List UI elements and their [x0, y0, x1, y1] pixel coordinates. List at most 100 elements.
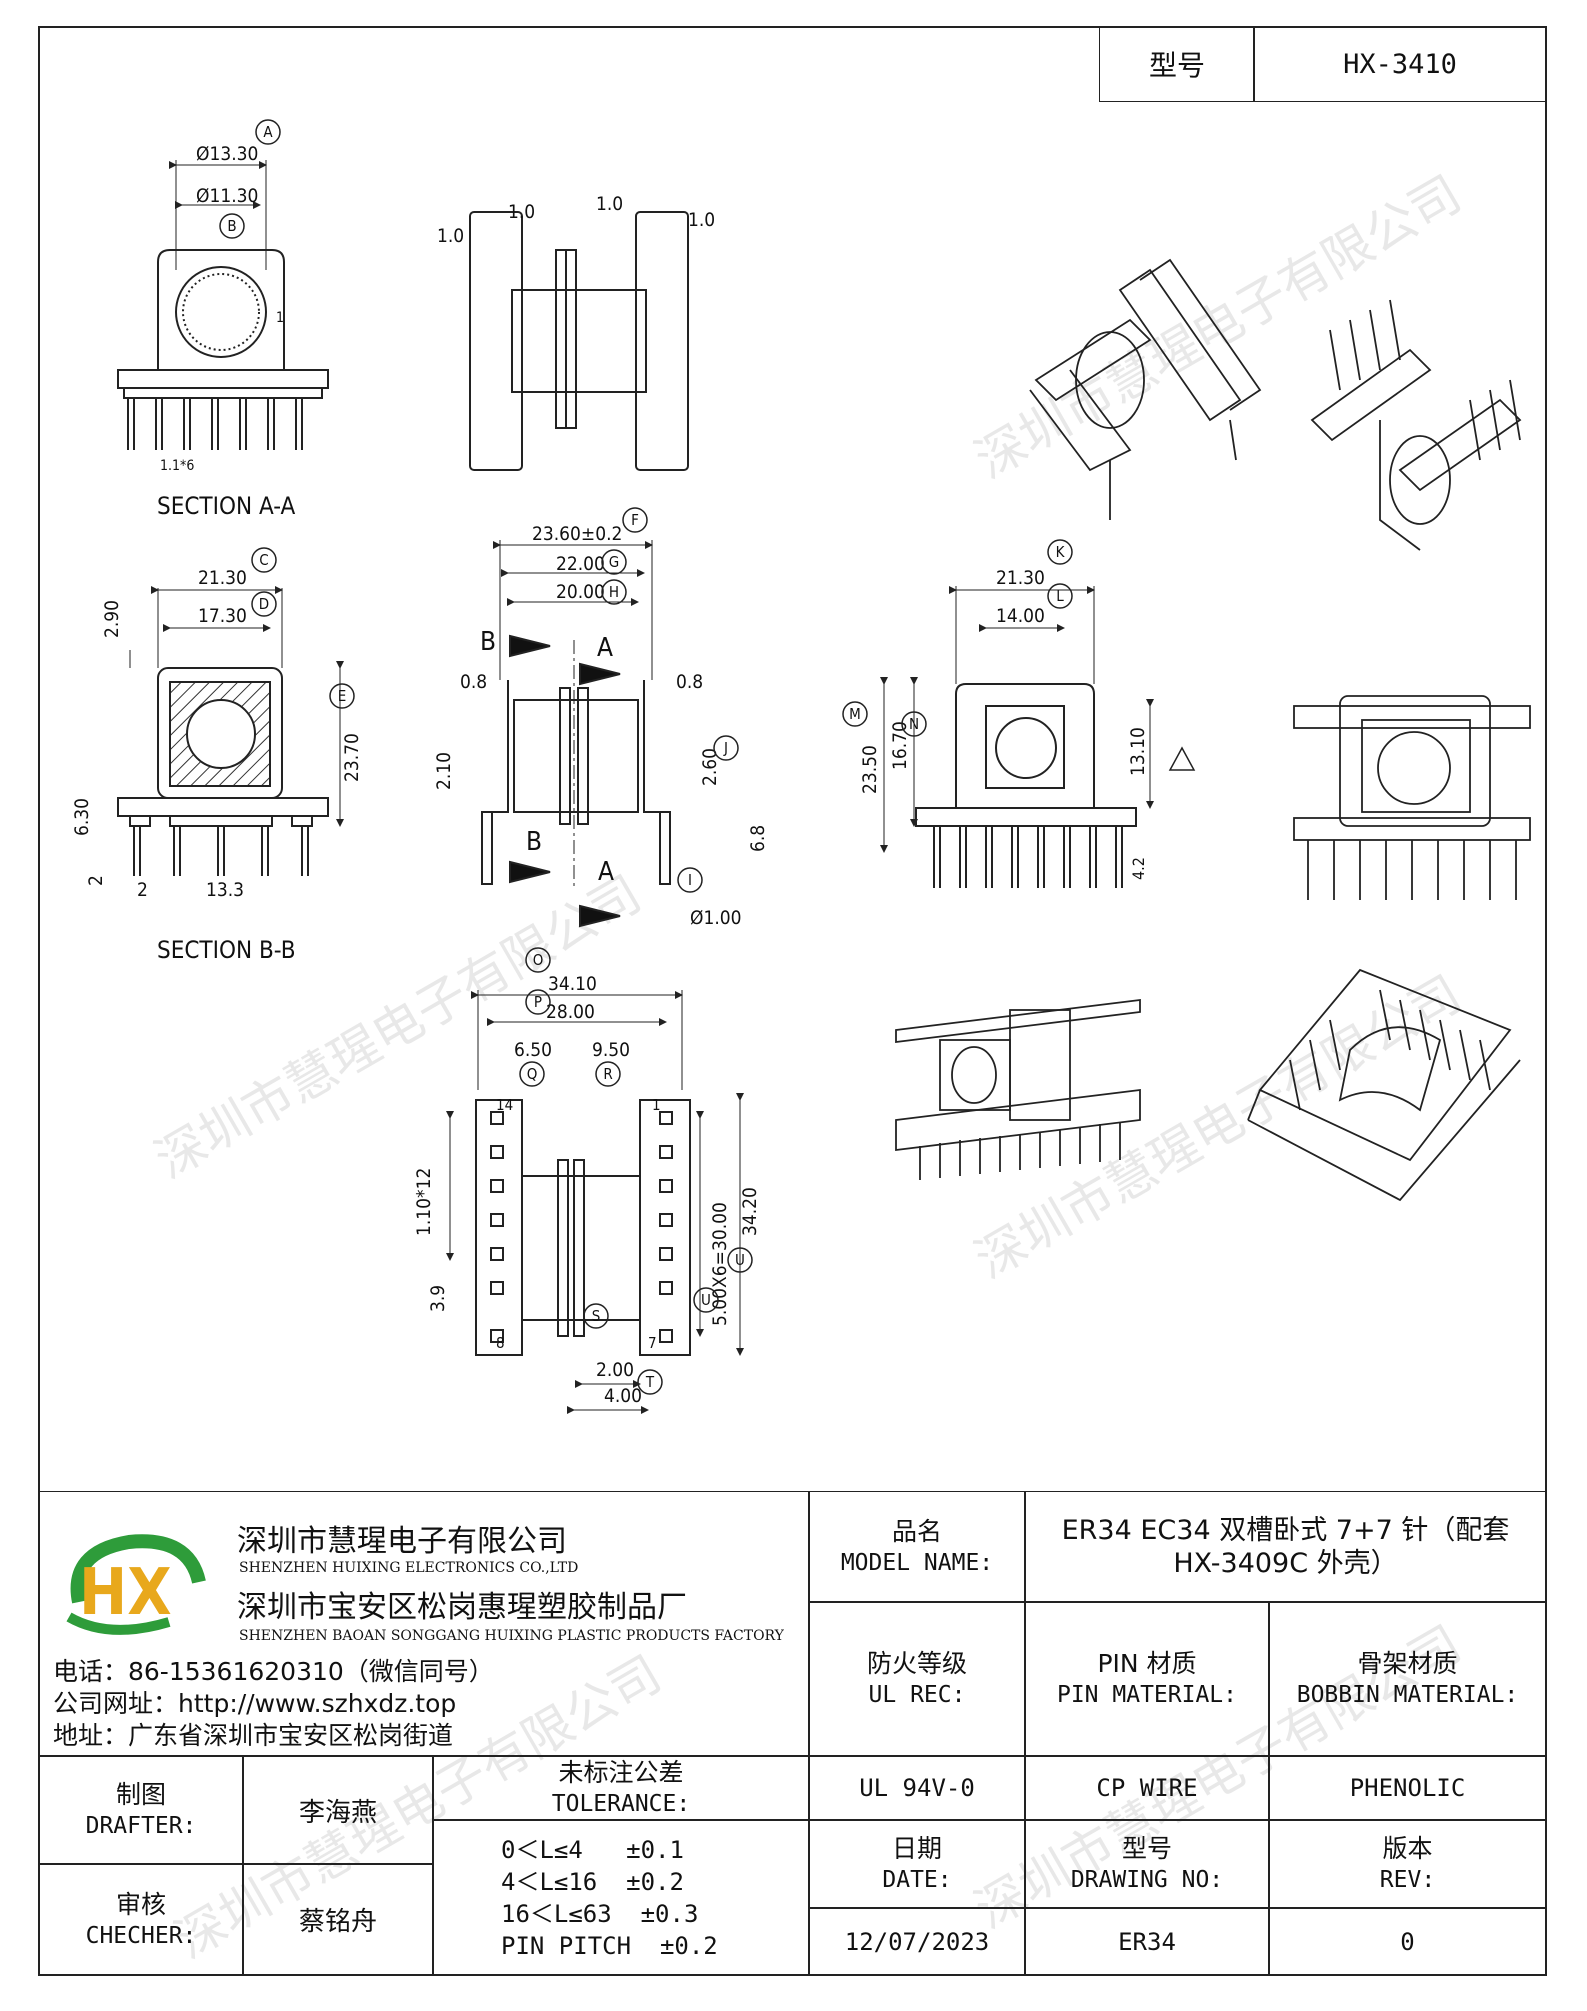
iso-view-3	[1293, 695, 1531, 900]
model-name-value: ER34 EC34 双槽卧式 7+7 针（配套 HX-3409C 外壳）	[1024, 1491, 1547, 1603]
dim-bb-h3: 6.30	[71, 798, 93, 836]
company-web: 公司网址：http://www.szhxdz.top	[53, 1689, 457, 1718]
model-name-cn: 品名	[891, 1517, 942, 1546]
bobbin-material-label: 骨架材质 BOBBIN MATERIAL:	[1268, 1601, 1547, 1757]
date-value: 12/07/2023	[808, 1907, 1026, 1976]
mark-k: K	[1056, 543, 1066, 561]
mark-s: S	[592, 1307, 601, 1325]
mark-l: L	[1056, 587, 1064, 605]
mark-a: A	[263, 123, 273, 141]
pin-holes-left	[490, 1111, 504, 1343]
dim-bb-w4: 13.3	[206, 879, 244, 901]
date-en: DATE:	[882, 1867, 952, 1893]
tolerance-1: 0＜L≤4 ±0.1	[501, 1835, 684, 1864]
tolerance-label: 未标注公差 TOLERANCE:	[432, 1755, 810, 1821]
date-cn: 日期	[891, 1834, 942, 1863]
factory-name-cn: 深圳市宝安区松岗惠瑆塑胶制品厂	[237, 1590, 687, 1625]
pin-label-8: 8	[496, 1334, 505, 1352]
mark-j: J	[723, 739, 728, 757]
dim-bottom-u2: 34.20	[739, 1187, 761, 1236]
end-view	[880, 586, 1196, 888]
dim-side-1: 1.0	[437, 225, 464, 247]
pin-value: CP WIRE	[1024, 1755, 1270, 1821]
mark-d: D	[259, 595, 269, 613]
mark-e: E	[338, 687, 347, 705]
dim-bottom-q: 6.50	[514, 1039, 552, 1061]
factory-name-en: SHENZHEN BAOAN SONGGANG HUIXING PLASTIC …	[239, 1628, 784, 1644]
mark-m: M	[849, 705, 861, 723]
logo-text: HX	[79, 1556, 172, 1630]
dim-front-h: 20.00	[556, 581, 605, 603]
arrow-a-top: A	[597, 633, 613, 663]
header-model-label: 型号	[1099, 26, 1255, 102]
dim-b: Ø11.30	[196, 185, 258, 207]
mark-r: R	[603, 1065, 612, 1083]
model-name-value-2: HX-3409C 外壳）	[1173, 1548, 1398, 1579]
model-name-en: MODEL NAME:	[840, 1550, 994, 1576]
rev-cn: 版本	[1382, 1834, 1433, 1863]
checker-en: CHECHER:	[85, 1922, 197, 1949]
dim-bottom-v2: 3.9	[427, 1285, 449, 1312]
checker-label: 审核 CHECHER:	[38, 1863, 244, 1976]
dim-end-n: 16.70	[889, 721, 911, 770]
company-panel: HX 深圳市慧瑆电子有限公司 SHENZHEN HUIXING ELECTRON…	[38, 1491, 810, 1757]
model-name-label: 品名 MODEL NAME:	[808, 1491, 1026, 1603]
rev-en: REV:	[1379, 1867, 1436, 1893]
mark-q: Q	[527, 1065, 538, 1083]
pin-cn: PIN 材质	[1097, 1649, 1197, 1678]
drawing-no-value: ER34	[1024, 1907, 1270, 1976]
mark-c: C	[259, 551, 268, 569]
pins-bb	[133, 826, 309, 876]
date-label: 日期 DATE:	[808, 1819, 1026, 1909]
bobbin-en: BOBBIN MATERIAL:	[1296, 1682, 1519, 1708]
company-name-cn: 深圳市慧瑆电子有限公司	[237, 1524, 567, 1559]
company-phone: 电话：86-15361620310（微信同号）	[53, 1657, 494, 1686]
pins-aa	[127, 398, 303, 450]
dim-bb-w3: 2	[137, 879, 148, 901]
front-view	[481, 540, 671, 928]
dim-bb-w2: 17.30	[198, 605, 247, 627]
pin-material-label: PIN 材质 PIN MATERIAL:	[1024, 1601, 1270, 1757]
drawing-no-label: 型号 DRAWING NO:	[1024, 1819, 1270, 1909]
dim-front-r08: 0.8	[676, 671, 703, 693]
iso-view-4	[895, 998, 1141, 1180]
dim-front-260: 2.60	[699, 748, 721, 786]
header-model-value: HX-3410	[1253, 26, 1547, 102]
dim-end-m: 23.50	[859, 745, 881, 794]
dim-front-210: 2.10	[433, 752, 455, 790]
dim-bottom-p: 28.00	[546, 1001, 595, 1023]
mark-n: N	[909, 715, 919, 733]
model-name-value-1: ER34 EC34 双槽卧式 7+7 针（配套	[1061, 1515, 1510, 1546]
dim-bottom-v1: 1.10*12	[413, 1168, 435, 1236]
section-bb-view	[117, 586, 344, 876]
pin-label-1: 1	[652, 1096, 661, 1114]
company-address: 地址：广东省深圳市宝安区松岗街道	[53, 1721, 454, 1750]
mark-f: F	[631, 511, 639, 529]
tolerance-values: 0＜L≤4 ±0.1 4＜L≤16 ±0.2 16＜L≤63 ±0.3 PIN …	[432, 1819, 810, 1976]
dim-a: Ø13.30	[196, 143, 258, 165]
section-aa-label: SECTION A-A	[157, 492, 295, 520]
checker-value: 蔡铭舟	[242, 1863, 434, 1976]
mark-i: I	[688, 871, 692, 889]
dim-front-g: 22.00	[556, 553, 605, 575]
technical-drawing: Ø13.30 Ø11.30 1.1*6 1 SECTION A-A 1.0 1.…	[71, 119, 1531, 1414]
dim-end-1310: 13.10	[1127, 727, 1149, 776]
iso-view-2	[1310, 299, 1522, 551]
tolerance-2: 4＜L≤16 ±0.2	[501, 1867, 684, 1896]
rev-value: 0	[1268, 1907, 1547, 1976]
dim-bottom-u1: 5.00X6=30.00	[709, 1202, 731, 1326]
mark-p: P	[534, 993, 542, 1011]
dim-bb-h1: 2.90	[101, 600, 123, 638]
tolerance-cn: 未标注公差	[558, 1758, 684, 1787]
mark-h: H	[609, 583, 619, 601]
section-bb-label: SECTION B-B	[157, 936, 296, 964]
pin-en: PIN MATERIAL:	[1056, 1682, 1237, 1708]
drawing-en: DRAWING NO:	[1070, 1867, 1224, 1893]
mark-b: B	[227, 217, 236, 235]
dim-end-42: 4.2	[1129, 857, 1148, 880]
side-view	[469, 211, 689, 471]
dim-front-68: 6.8	[747, 825, 769, 852]
company-logo: HX	[66, 1534, 206, 1635]
checker-cn: 审核	[115, 1889, 166, 1919]
ul-label: 防火等级 UL REC:	[808, 1601, 1026, 1757]
